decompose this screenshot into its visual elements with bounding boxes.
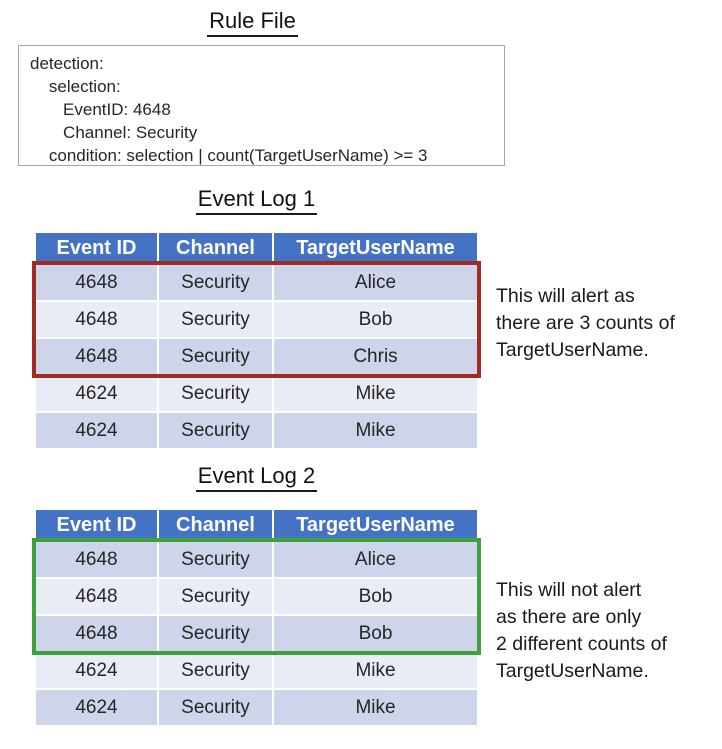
table-cell: 4624 [36,376,157,411]
event-log-2-header-event-id: Event ID [36,510,157,540]
table-cell: Security [159,376,272,411]
table-cell: Chris [274,339,477,374]
table-cell: Bob [274,302,477,337]
event-log-1-title: Event Log 1 [36,186,477,215]
event-log-1-annotation: This will alert as there are 3 counts of… [496,285,675,361]
table-cell: Security [159,302,272,337]
event-log-2-title-text: Event Log 2 [195,463,318,492]
event-log-2-header-channel: Channel [159,510,272,540]
table-cell: 4648 [36,265,157,300]
table-cell: Security [159,542,272,577]
event-log-2-table: Event ID Channel TargetUserName 4648 Sec… [36,510,477,725]
table-cell: Alice [274,542,477,577]
table-cell: Security [159,616,272,651]
table-cell: 4648 [36,339,157,374]
table-cell: Mike [274,690,477,725]
table-cell: Security [159,690,272,725]
table-cell: Alice [274,265,477,300]
table-cell: Security [159,653,272,688]
rule-file-code: detection: selection: EventID: 4648 Chan… [30,54,428,165]
table-cell: 4648 [36,579,157,614]
table-cell: 4624 [36,690,157,725]
table-cell: Bob [274,616,477,651]
rule-file-title: Rule File [0,8,505,37]
event-log-1-title-text: Event Log 1 [195,186,318,215]
table-cell: Mike [274,376,477,411]
event-log-1-header-target-user-name: TargetUserName [274,233,477,263]
table-cell: Mike [274,653,477,688]
event-log-1-table: Event ID Channel TargetUserName 4648 Sec… [36,233,477,448]
event-log-2-annotation: This will not alert as there are only 2 … [496,579,667,682]
event-log-1-header-channel: Channel [159,233,272,263]
table-cell: 4648 [36,542,157,577]
table-cell: Mike [274,413,477,448]
rule-file-title-text: Rule File [207,8,298,37]
table-cell: Security [159,579,272,614]
event-log-2-title: Event Log 2 [36,463,477,492]
table-cell: 4624 [36,653,157,688]
table-cell: Bob [274,579,477,614]
table-cell: Security [159,265,272,300]
event-log-2-header-target-user-name: TargetUserName [274,510,477,540]
table-cell: 4624 [36,413,157,448]
table-cell: 4648 [36,616,157,651]
table-cell: 4648 [36,302,157,337]
rule-file-box: detection: selection: EventID: 4648 Chan… [18,45,505,166]
table-cell: Security [159,413,272,448]
event-log-1-header-event-id: Event ID [36,233,157,263]
table-cell: Security [159,339,272,374]
